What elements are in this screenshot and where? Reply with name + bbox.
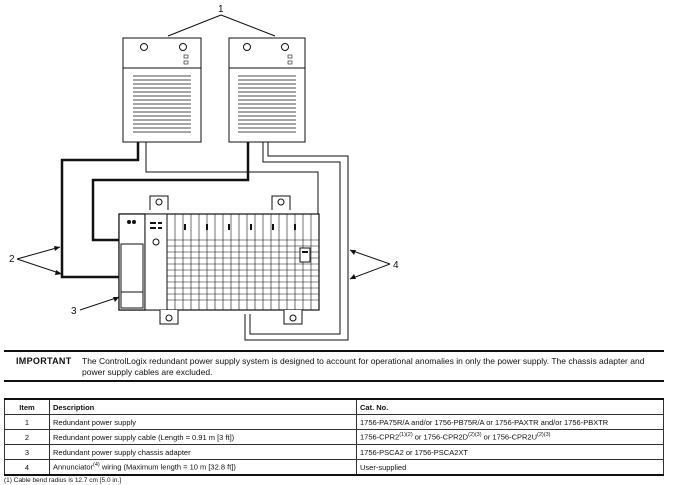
cell-cat-no: 1756-CPR2(1)(2) or 1756-CPR2D(2)(3) or 1… xyxy=(356,429,664,445)
callout-1: 1 xyxy=(218,4,224,15)
important-text: The ControlLogix redundant power supply … xyxy=(82,356,645,377)
table-row: 4 Annunciator(4) wiring (Maximum length … xyxy=(4,459,664,476)
redundant-power-supply-cables xyxy=(60,142,250,279)
redundant-power-supply-right xyxy=(228,37,306,143)
callout-3: 3 xyxy=(71,306,77,317)
cell-item: 3 xyxy=(4,444,50,460)
table-row: 3 Redundant power supply chassis adapter… xyxy=(4,444,664,460)
callout-2: 2 xyxy=(9,254,15,265)
cell-description: Redundant power supply xyxy=(49,414,357,430)
header-cat-no: Cat. No. xyxy=(356,398,664,415)
footnote-ref: (1)(2) xyxy=(399,432,413,439)
cell-item: 2 xyxy=(4,429,50,445)
cell-cat-no: 1756-PSCA2 or 1756-PSCA2XT xyxy=(356,444,664,460)
header-description: Description xyxy=(49,398,357,415)
redundant-power-supply-diagram: 1 xyxy=(9,4,399,341)
description-text: Annunciator xyxy=(53,462,94,472)
cell-item: 1 xyxy=(4,414,50,430)
redundant-power-supply-left xyxy=(122,37,202,143)
footnote: (1) Cable bend radius is 12.7 cm [5.0 in… xyxy=(4,477,122,484)
controllogix-chassis xyxy=(118,195,320,325)
cat-no-text: 1756-CPR2 xyxy=(360,432,400,442)
footnote-ref: (2)(3) xyxy=(468,432,482,439)
cell-description: Redundant power supply chassis adapter xyxy=(49,444,357,460)
cat-no-text: or 1756-CPR2D xyxy=(412,432,469,442)
header-item: Item xyxy=(4,398,50,415)
parts-table: Item Description Cat. No. 1 Redundant po… xyxy=(4,398,664,476)
footnote-ref: (2)(3) xyxy=(537,432,551,439)
cell-description: Annunciator(4) wiring (Maximum length = … xyxy=(49,459,357,476)
cell-cat-no: User-supplied xyxy=(356,459,664,476)
important-label: IMPORTANT xyxy=(16,356,72,366)
cat-no-text: or 1756-CPR2U xyxy=(481,432,538,442)
cell-description: Redundant power supply cable (Length = 0… xyxy=(49,429,357,445)
cell-item: 4 xyxy=(4,459,50,476)
description-text: wiring (Maximum length = 10 m [32.8 ft]) xyxy=(99,462,236,472)
table-row: 1 Redundant power supply 1756-PA75R/A an… xyxy=(4,414,664,430)
important-note: IMPORTANT The ControlLogix redundant pow… xyxy=(4,350,664,382)
table-row: 2 Redundant power supply cable (Length =… xyxy=(4,429,664,445)
callout-4: 4 xyxy=(393,260,399,271)
cell-cat-no: 1756-PA75R/A and/or 1756-PB75R/A or 1756… xyxy=(356,414,664,430)
footnote-ref: (4) xyxy=(93,462,100,469)
table-header-row: Item Description Cat. No. xyxy=(4,398,664,415)
